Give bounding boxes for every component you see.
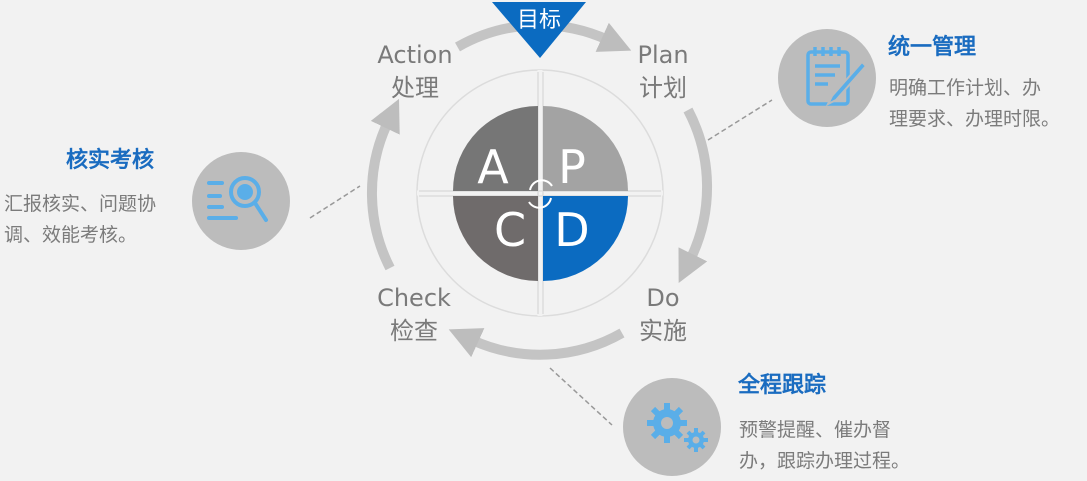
connector-verify (309, 185, 361, 219)
connector-manage (707, 99, 773, 141)
search-list-icon (207, 176, 268, 222)
card-verify: 核实考核 汇报核实、问题协 调、效能考核。 (4, 147, 290, 250)
stage-action-zh: 处理 (391, 74, 439, 102)
notepad-pencil-icon (806, 47, 868, 107)
quadrant-a-label: A (477, 140, 509, 194)
stage-plan-en: Plan (637, 41, 688, 69)
quadrant-a (453, 106, 538, 191)
quadrant-p (543, 106, 628, 191)
card-track: 全程跟踪 预警提醒、催办督 办，跟踪办理过程。 (623, 372, 910, 476)
quadrant-d (543, 196, 628, 281)
quadrant-p-label: P (558, 140, 586, 194)
stage-do-zh: 实施 (639, 317, 687, 345)
arc-check-to-action (366, 98, 400, 271)
card-track-line1: 预警提醒、催办督 (739, 419, 891, 441)
stage-check-en: Check (377, 284, 451, 312)
card-manage-line2: 理要求、办理时限。 (889, 108, 1060, 130)
quadrant-d-label: D (554, 203, 589, 257)
card-manage-line1: 明确工作计划、办 (889, 77, 1041, 99)
stage-plan-zh: 计划 (639, 74, 687, 102)
card-track-title: 全程跟踪 (737, 372, 826, 398)
connector-track (549, 367, 613, 426)
cycle-icon (528, 179, 553, 209)
card-track-line2: 办，跟踪办理过程。 (739, 450, 910, 472)
card-verify-line2: 调、效能考核。 (4, 224, 137, 246)
stage-do-en: Do (646, 284, 679, 312)
goal-label: 目标 (517, 8, 561, 33)
arc-do-to-check (448, 328, 625, 360)
goal-marker (492, 2, 586, 58)
card-manage-title: 统一管理 (888, 34, 976, 60)
arc-plan-to-do (678, 107, 713, 283)
inner-ring (416, 69, 664, 317)
stage-action-en: Action (377, 41, 452, 69)
card-verify-title: 核实考核 (66, 147, 154, 173)
gears-icon (647, 403, 708, 452)
stage-check-zh: 检查 (390, 317, 438, 345)
card-manage: 统一管理 明确工作计划、办 理要求、办理时限。 (778, 29, 1060, 130)
quadrant-c-label: C (494, 203, 526, 257)
card-verify-line1: 汇报核实、问题协 (4, 193, 156, 215)
quadrant-c (453, 196, 538, 281)
